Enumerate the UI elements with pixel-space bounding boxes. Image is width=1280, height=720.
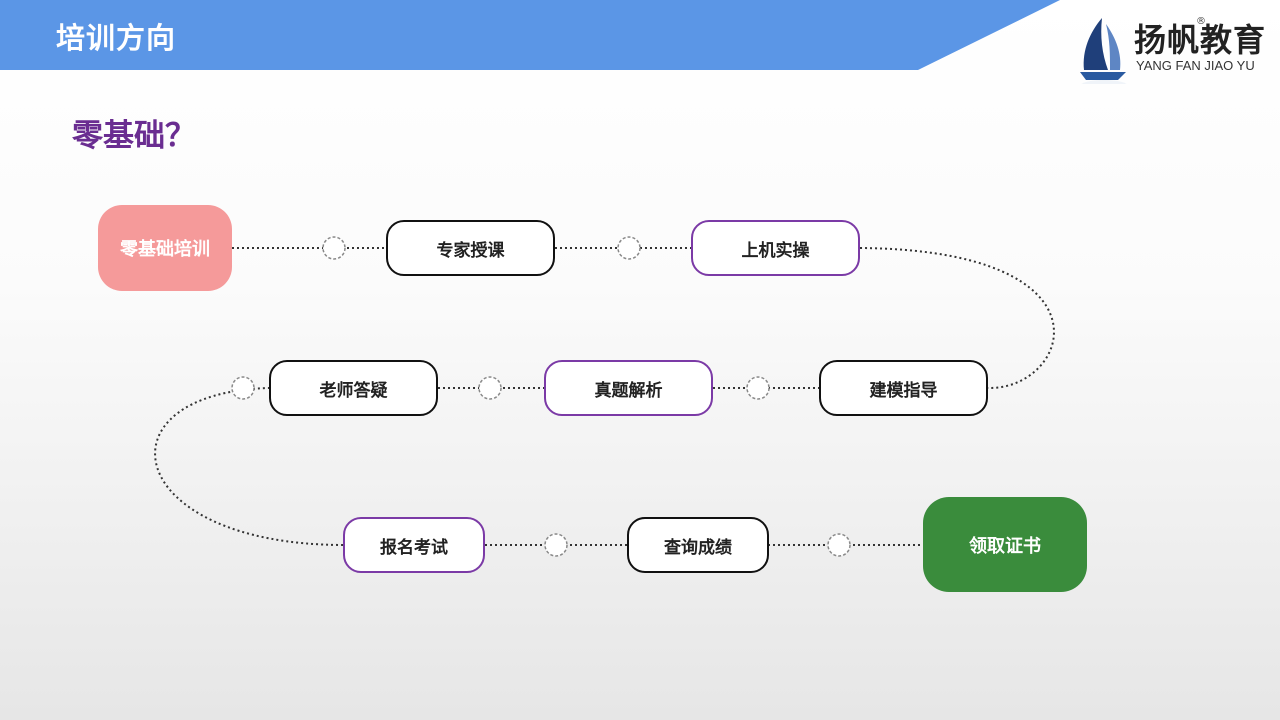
connector-dot <box>231 376 255 400</box>
connector-dot <box>544 533 568 557</box>
connector-dot <box>827 533 851 557</box>
sail-logo-icon <box>1080 18 1127 84</box>
step-exam-registration: 报名考试 <box>343 517 485 573</box>
logo-name-cn: 扬帆教育 <box>1134 21 1267 59</box>
connector-dot <box>322 236 346 260</box>
connector-dot <box>746 376 770 400</box>
step-teacher-qa: 老师答疑 <box>269 360 438 416</box>
step-receive-certificate: 领取证书 <box>923 497 1087 592</box>
step-exam-analysis: 真题解析 <box>544 360 713 416</box>
connector-curve <box>154 387 345 546</box>
header-banner <box>0 0 1060 70</box>
connector-dot <box>478 376 502 400</box>
connector-dot <box>617 236 641 260</box>
connector-curve <box>859 247 1055 390</box>
yangfan-logo: 扬帆教育 ® YANG FAN JIAO YU <box>1076 14 1276 104</box>
step-hands-on-practice: 上机实操 <box>691 220 860 276</box>
zero-basis-question: 零基础？ <box>72 118 196 154</box>
step-modeling-guidance: 建模指导 <box>819 360 988 416</box>
page-title: 培训方向 <box>56 21 177 55</box>
step-zero-basis-training: 零基础培训 <box>98 205 232 291</box>
registered-mark: ® <box>1196 16 1206 27</box>
step-expert-lectures: 专家授课 <box>386 220 555 276</box>
step-check-scores: 查询成绩 <box>627 517 769 573</box>
logo-name-en: YANG FAN JIAO YU <box>1136 58 1255 73</box>
